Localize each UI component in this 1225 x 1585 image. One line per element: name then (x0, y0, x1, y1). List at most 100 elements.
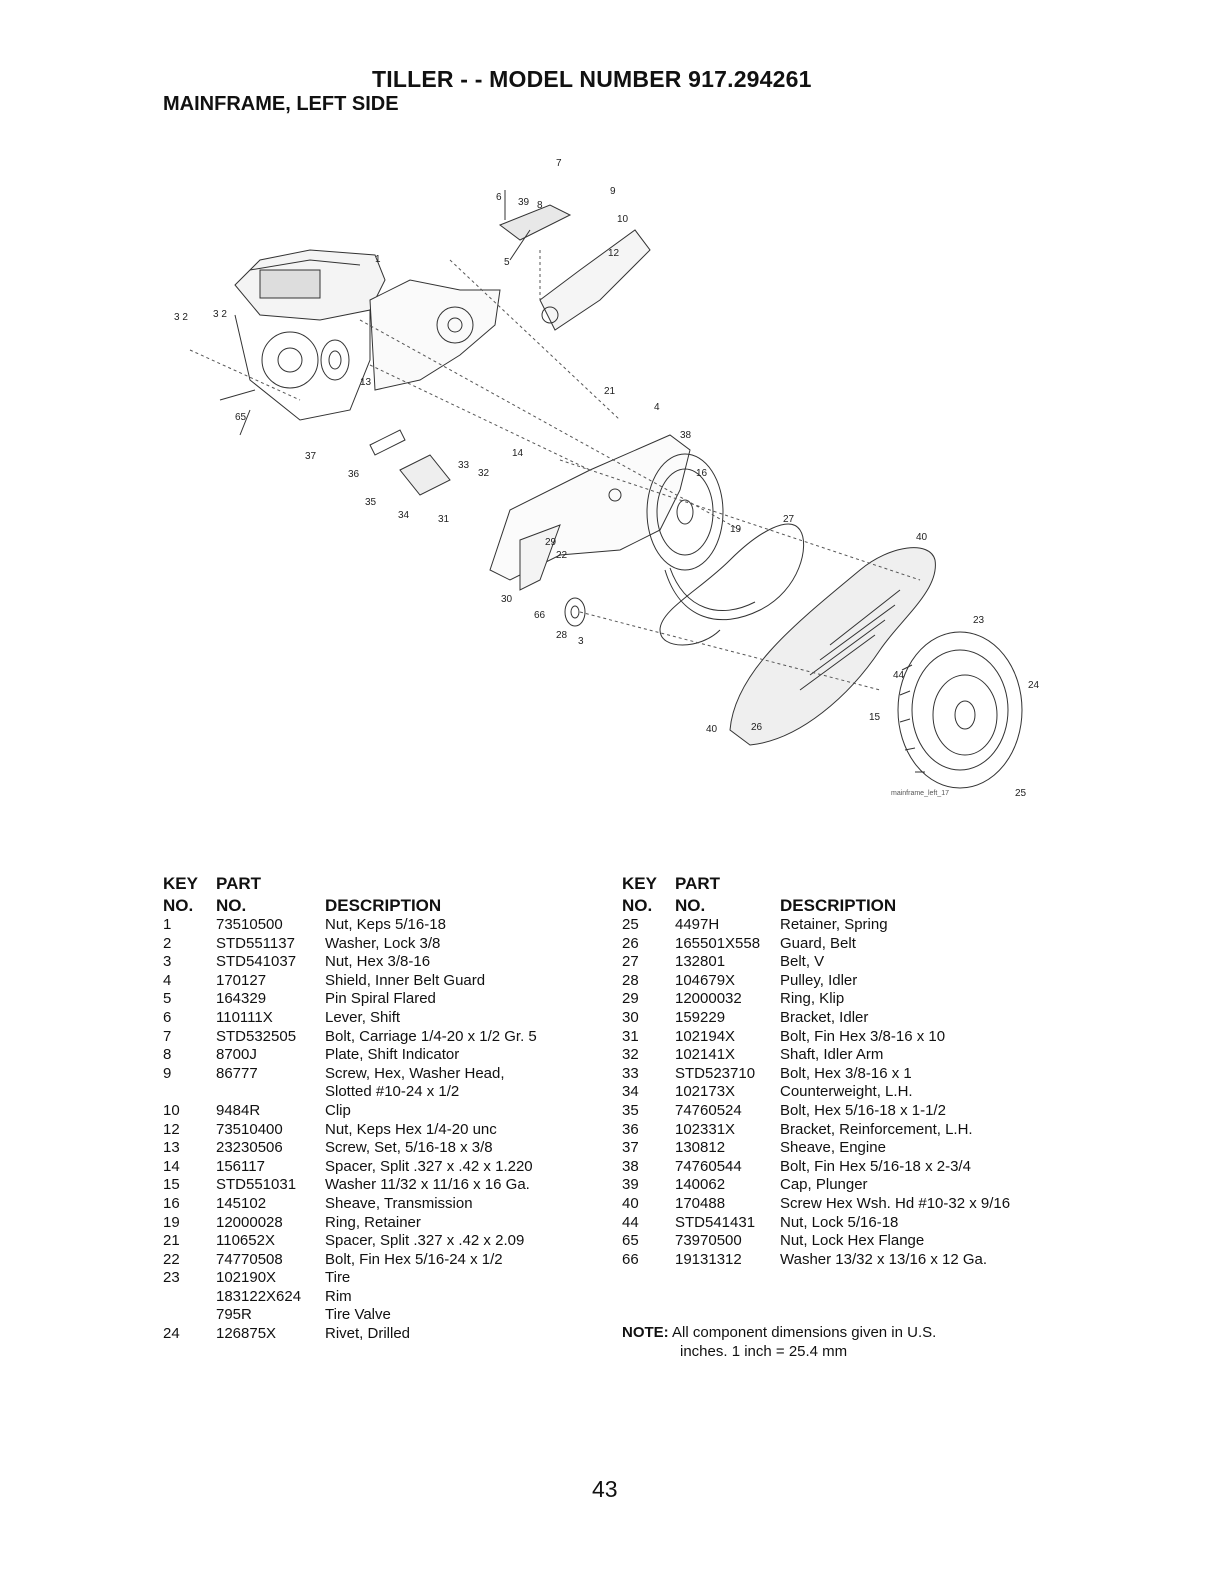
belt-guard-illustration (729, 547, 936, 746)
svg-text:9: 9 (610, 186, 616, 197)
svg-text:44: 44 (893, 670, 905, 681)
svg-text:23: 23 (973, 615, 985, 626)
part-number: 19131312 (675, 1250, 742, 1268)
part-description: Tire (325, 1269, 351, 1287)
svg-text:5: 5 (504, 257, 510, 268)
part-number: STD541037 (216, 953, 297, 971)
part-description: Sheave, Engine (780, 1139, 886, 1157)
key-number: 38 (622, 1157, 639, 1175)
part-description: Washer, Lock 3/8 (325, 934, 441, 952)
part-description: Bolt, Fin Hex 5/16-18 x 2-3/4 (780, 1157, 971, 1175)
part-number: 156117 (216, 1157, 265, 1175)
part-description: Shaft, Idler Arm (780, 1046, 884, 1064)
part-description: Pin Spiral Flared (325, 990, 436, 1008)
frame-illustration (369, 279, 501, 391)
part-description: Bolt, Hex 5/16-18 x 1-1/2 (780, 1101, 946, 1119)
key-number: 15 (163, 1176, 180, 1194)
key-number: 26 (622, 934, 639, 952)
part-description: Washer 13/32 x 13/16 x 12 Ga. (780, 1250, 988, 1268)
svg-text:37: 37 (305, 451, 317, 462)
key-number: 23 (163, 1269, 180, 1287)
part-description: Bracket, Reinforcement, L.H. (780, 1120, 973, 1138)
description-header: DESCRIPTION (325, 896, 442, 915)
part-description: Rivet, Drilled (325, 1325, 411, 1343)
part-description: Tire Valve (325, 1306, 391, 1324)
part-number: 74760544 (675, 1157, 742, 1175)
key-number: 66 (622, 1250, 639, 1268)
svg-text:8: 8 (537, 200, 543, 211)
key-header: KEY (163, 874, 198, 893)
note-label: NOTE: (622, 1324, 669, 1341)
transmission-sheave-illustration (646, 453, 724, 571)
key-number: 24 (163, 1325, 180, 1343)
part-description: Shield, Inner Belt Guard (325, 971, 486, 989)
part-number: STD523710 (675, 1064, 756, 1082)
part-description: Bolt, Hex 3/8-16 x 1 (780, 1064, 912, 1082)
part-description: Spacer, Split .327 x .42 x 2.09 (325, 1232, 525, 1250)
part-description: Spacer, Split .327 x .42 x 1.220 (325, 1157, 533, 1175)
part-description: Bolt, Carriage 1/4-20 x 1/2 Gr. 5 (325, 1027, 537, 1045)
parts-row: 66 19131312 Washer 13/32 x 13/16 x 12 Ga. (622, 1251, 1062, 1270)
key-number: 37 (622, 1139, 639, 1157)
svg-text:3 2: 3 2 (174, 312, 188, 323)
part-number: 4497H (675, 916, 720, 933)
part-description: Cap, Plunger (780, 1176, 868, 1194)
key-number: 39 (622, 1176, 639, 1194)
key-number: 28 (622, 971, 639, 989)
part-number: 140062 (675, 1176, 726, 1194)
svg-text:65: 65 (235, 412, 247, 423)
key-number: 31 (622, 1027, 639, 1045)
key-number: 1 (163, 916, 172, 933)
svg-text:12: 12 (608, 248, 620, 259)
key-number: 27 (622, 953, 639, 971)
part-description: Rim (325, 1287, 352, 1305)
part-number: 183122X624 (216, 1287, 302, 1305)
key-header: KEY (622, 874, 657, 893)
parts-row: Slotted #10-24 x 1/2 (163, 1083, 593, 1102)
svg-text:28: 28 (556, 630, 568, 641)
parts-row: 29 12000032 Ring, Klip (622, 990, 1062, 1009)
part-number: 130812 (675, 1139, 726, 1157)
key-number: 44 (622, 1213, 639, 1231)
svg-text:38: 38 (680, 430, 692, 441)
parts-list-header: KEY PART NO. NO. DESCRIPTION (163, 874, 593, 916)
svg-text:14: 14 (512, 448, 524, 459)
svg-text:1: 1 (375, 254, 381, 265)
part-number: 102194X (675, 1027, 736, 1045)
part-number: 102190X (216, 1269, 277, 1287)
part-number: 110111X (216, 1008, 273, 1026)
part-number: STD551031 (216, 1176, 297, 1194)
part-description: Ring, Klip (780, 990, 845, 1008)
part-number: 104679X (675, 971, 736, 989)
part-number: 170127 (216, 971, 267, 989)
svg-text:16: 16 (696, 468, 708, 479)
part-description: Counterweight, L.H. (780, 1083, 913, 1101)
key-number: 12 (163, 1120, 180, 1138)
note-line-1: All component dimensions given in U.S. (672, 1324, 937, 1341)
svg-text:24: 24 (1028, 680, 1040, 691)
part-number: 73510500 (216, 916, 283, 933)
key-number: 29 (622, 990, 639, 1008)
svg-text:4: 4 (654, 402, 660, 413)
diagram-credit: mainframe_left_17 (891, 790, 949, 797)
dimension-note: NOTE: All component dimensions given in … (622, 1323, 1062, 1361)
part-number: 12000032 (675, 990, 742, 1008)
svg-text:31: 31 (438, 514, 450, 525)
key-number: 32 (622, 1046, 639, 1064)
key-number: 5 (163, 990, 172, 1008)
key-number: 35 (622, 1101, 639, 1119)
